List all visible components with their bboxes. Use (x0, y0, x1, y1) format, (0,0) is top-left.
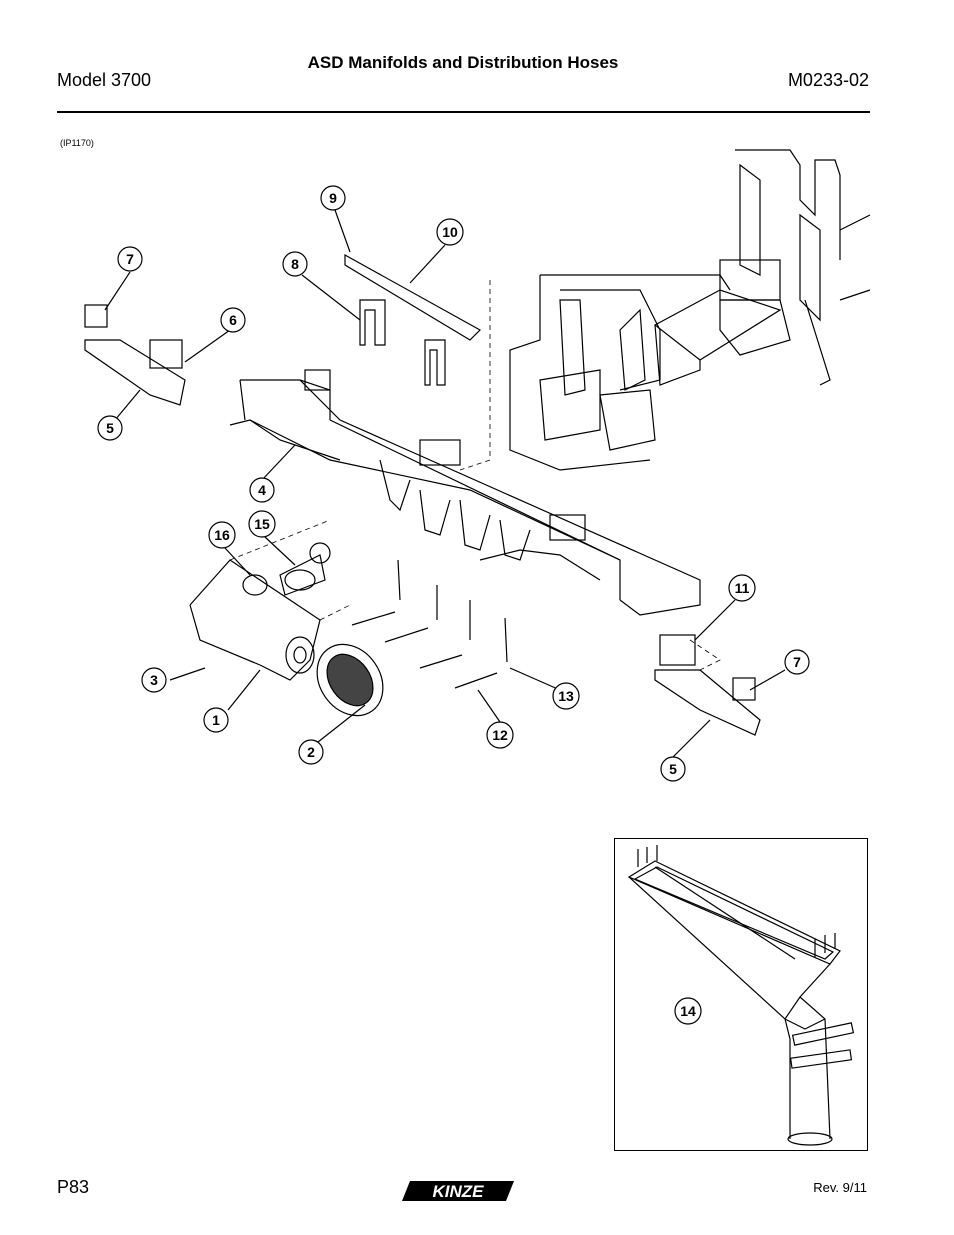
inset-detail-box: 14 (614, 838, 868, 1151)
callout-14: 14 (674, 997, 702, 1025)
svg-text:5: 5 (669, 761, 677, 777)
callout-4: 4 (249, 477, 275, 503)
model-label: Model 3700 (57, 70, 152, 90)
svg-text:13: 13 (558, 688, 574, 704)
callout-10: 10 (436, 218, 464, 246)
machine-frame-drawing (84, 149, 871, 736)
callout-15: 15 (248, 510, 276, 538)
svg-text:6: 6 (229, 312, 237, 328)
svg-text:9: 9 (329, 190, 337, 206)
svg-text:2: 2 (307, 744, 315, 760)
leader-lines (104, 209, 786, 761)
callouts: 1 2 3 4 5 5 6 7 7 8 9 10 11 12 13 15 16 (97, 185, 810, 782)
hopper-drawing: 14 (627, 845, 855, 1146)
callout-6: 6 (220, 307, 246, 333)
manual-number: M0233-02 (787, 70, 869, 90)
kinze-logo: KINZE (402, 1181, 514, 1201)
page-title: ASD Manifolds and Distribution Hoses (307, 53, 619, 72)
callout-7-right: 7 (784, 649, 810, 675)
kinze-logo-text: KINZE (433, 1182, 485, 1201)
callout-1: 1 (203, 707, 229, 733)
svg-text:5: 5 (106, 420, 114, 436)
svg-text:16: 16 (214, 527, 230, 543)
svg-text:10: 10 (442, 224, 458, 240)
svg-text:4: 4 (258, 482, 266, 498)
svg-text:7: 7 (126, 251, 134, 267)
figure-ref: (IP1170) (60, 138, 94, 148)
exploded-parts-diagram: 1 2 3 4 5 5 6 7 7 8 9 10 11 12 13 15 16 (84, 149, 871, 782)
callout-2: 2 (298, 739, 324, 765)
callout-7: 7 (117, 246, 143, 272)
callout-16: 16 (208, 521, 236, 549)
svg-text:15: 15 (254, 516, 270, 532)
callout-8: 8 (282, 251, 308, 277)
svg-text:12: 12 (492, 727, 508, 743)
svg-text:14: 14 (680, 1003, 696, 1019)
callout-5: 5 (97, 415, 123, 441)
callout-13: 13 (552, 682, 580, 710)
svg-text:3: 3 (150, 672, 158, 688)
page-number: P83 (57, 1177, 90, 1197)
svg-text:1: 1 (212, 712, 220, 728)
callout-3: 3 (141, 667, 167, 693)
callout-12: 12 (486, 721, 514, 749)
svg-text:7: 7 (793, 654, 801, 670)
header-rule (57, 111, 870, 113)
callout-9: 9 (320, 185, 346, 211)
svg-text:8: 8 (291, 256, 299, 272)
callout-5-right: 5 (660, 756, 686, 782)
svg-text:11: 11 (735, 580, 750, 596)
callout-11: 11 (728, 574, 756, 602)
revision-label: Rev. 9/11 (813, 1180, 867, 1195)
